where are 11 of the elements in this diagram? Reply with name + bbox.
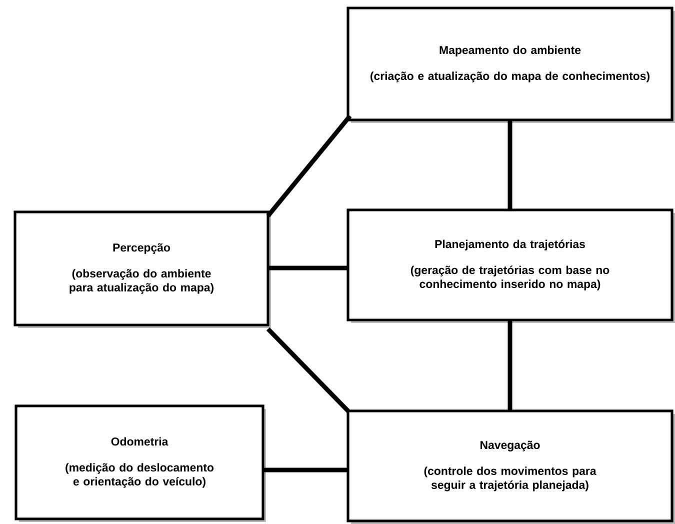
process-box: Odometria (medição do deslocamento e orientação do veículo) — [14, 404, 264, 520]
process-box: Percepção (observação do ambiente para atualização do mapa) — [14, 210, 270, 326]
connector-line — [508, 120, 512, 210]
process-box: Navegação (controle dos movimentos para seguir a trajetória planejada) — [346, 410, 674, 522]
connector-line — [266, 114, 352, 218]
connector-line — [268, 266, 348, 270]
process-box: Mapeamento do ambiente (criação e atualização do mapa de conhecimentos) — [346, 6, 674, 122]
connector-line — [266, 327, 351, 414]
process-box: Planejamento da trajetórias (geração de trajetórias com base no conhecimento inserido no mapa) — [346, 208, 674, 322]
connector-line — [508, 320, 512, 411]
connector-line — [263, 468, 348, 472]
